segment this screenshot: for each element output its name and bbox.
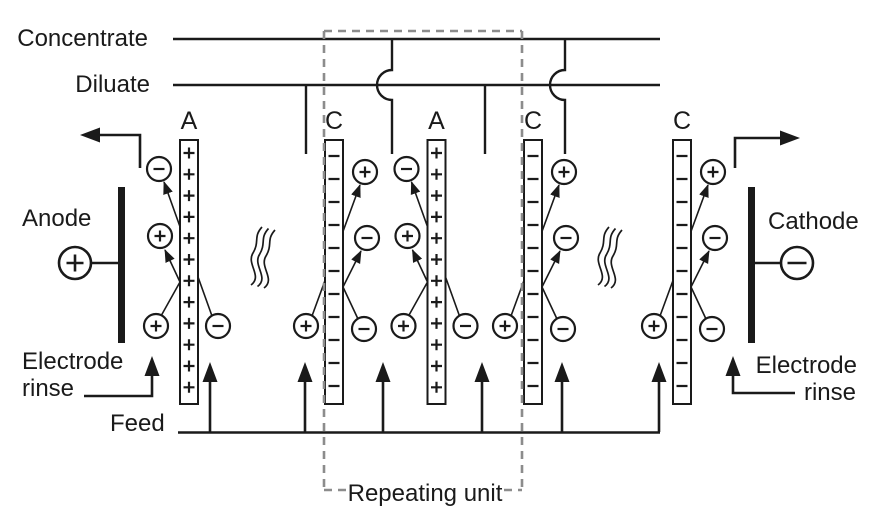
cation-icon: [491, 312, 519, 340]
cation-icon: [351, 158, 379, 186]
concentrate-drop-2-crossover: [548, 39, 567, 154]
cation-icon: [699, 158, 727, 186]
anion-rejected-path: [342, 250, 362, 320]
cation-icon: [640, 312, 668, 340]
cation-icon: [292, 312, 320, 340]
electrode-rinse-left-label-line2: rinse: [22, 375, 74, 402]
concentrate-label: Concentrate: [17, 25, 148, 52]
cation-icon: [142, 312, 170, 340]
membrane-label-2: C: [325, 107, 343, 135]
electrode-rinse-left-label-line1: Electrode: [22, 348, 123, 375]
membrane-label-1: A: [181, 107, 198, 135]
anion-icon: [145, 155, 173, 183]
anode-terminal-icon: [57, 245, 118, 281]
cation-icon: [550, 158, 578, 186]
repeating-unit-label: Repeating unit: [348, 480, 503, 507]
concentrate-drop-1-crossover: [375, 39, 394, 154]
anion-rejected-path: [690, 250, 710, 320]
stack-break-mark-left: [250, 226, 276, 289]
membrane-fixed-charges: [527, 154, 539, 388]
membrane-fixed-charges: [431, 147, 442, 393]
stack-break-mark-right: [597, 226, 623, 289]
electrode-rinse-right-label-line1: Electrode: [756, 352, 857, 379]
rinse-inlet-left-arrow: [84, 356, 160, 398]
cation-rejected-path: [160, 249, 181, 317]
anion-icon: [204, 312, 232, 340]
membrane-label-3: A: [428, 107, 445, 135]
anion-icon: [549, 315, 577, 343]
anion-icon: [350, 315, 378, 343]
anion-icon: [552, 224, 580, 252]
repeating-unit-box: [322, 29, 524, 492]
rinse-inlet-right-arrow: [725, 356, 795, 395]
cathode-terminal-icon: [755, 245, 815, 281]
membrane-label-4: C: [524, 107, 542, 135]
cation-icon: [390, 312, 417, 340]
electrode-rinse-right-label-line2: rinse: [804, 379, 856, 406]
cation-icon: [394, 222, 421, 250]
membrane-fixed-charges: [676, 154, 688, 388]
anion-rejected-path: [541, 250, 561, 320]
anion-icon: [353, 224, 381, 252]
cathode-label: Cathode: [768, 208, 859, 235]
membrane-fixed-charges: [183, 147, 195, 393]
anion-icon: [452, 312, 479, 340]
anion-icon: [698, 315, 726, 343]
anode-label: Anode: [22, 205, 91, 232]
membrane-A-1-anion-exchange-membrane: [179, 139, 199, 405]
rinse-outlet-left-arrow: [80, 127, 142, 168]
diluate-label: Diluate: [75, 71, 150, 98]
anion-icon: [701, 224, 729, 252]
membrane-A-3-anion-exchange-membrane: [426, 139, 447, 405]
cation-rejected-path: [407, 249, 429, 317]
membrane-fixed-charges: [328, 154, 340, 388]
membrane-label-5: C: [673, 107, 691, 135]
cation-icon: [146, 222, 174, 250]
rinse-outlet-right-arrow: [733, 130, 800, 168]
anion-icon: [393, 155, 420, 183]
feed-label: Feed: [110, 410, 165, 437]
